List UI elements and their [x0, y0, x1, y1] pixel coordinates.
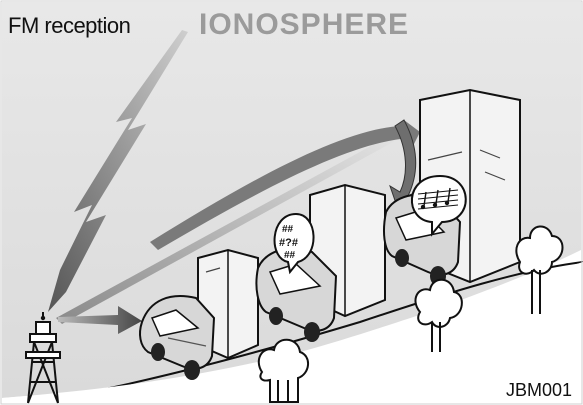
- figure-code-label: JBM001: [506, 380, 572, 401]
- svg-text:##: ##: [282, 224, 294, 235]
- ionosphere-label: IONOSPHERE: [199, 8, 409, 42]
- fm-reception-label: FM reception: [8, 13, 130, 39]
- svg-text:#?#: #?#: [279, 237, 298, 249]
- svg-text:##: ##: [284, 250, 296, 261]
